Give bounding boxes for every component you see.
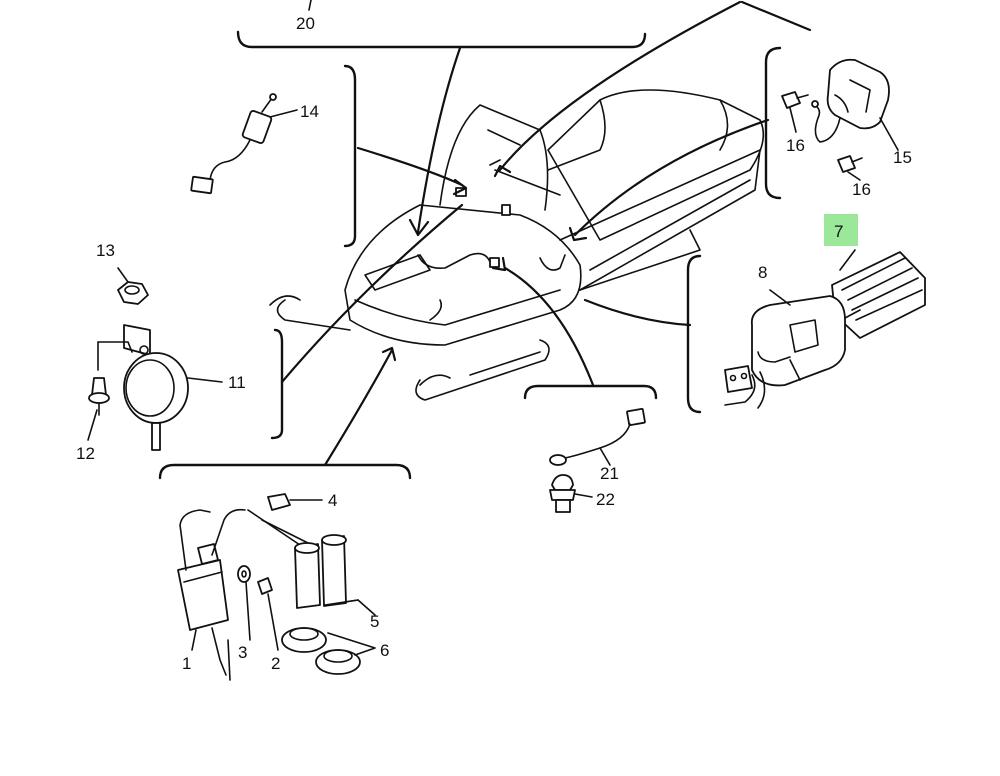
part-2-screw xyxy=(257,577,279,651)
part-15-unit xyxy=(811,58,899,151)
part-21-lead xyxy=(549,407,646,466)
callout-22: 22 xyxy=(596,490,615,509)
callout-6: 6 xyxy=(380,641,389,660)
callout-3: 3 xyxy=(238,643,247,662)
part-4-cap xyxy=(267,493,323,511)
group-brackets xyxy=(158,30,782,480)
part-7-cdi-unit xyxy=(831,249,926,339)
callout-16-lower: 16 xyxy=(852,180,871,199)
callout-21: 21 xyxy=(600,464,619,483)
callout-11: 11 xyxy=(228,373,246,392)
callout-4: 4 xyxy=(328,491,337,510)
callout-15: 15 xyxy=(893,148,912,167)
snowmobile-illustration xyxy=(269,89,765,401)
callout-12: 12 xyxy=(76,444,95,463)
callout-2: 2 xyxy=(271,654,280,673)
part-8-cover xyxy=(724,289,861,409)
callout-1: 1 xyxy=(182,654,191,673)
part-16-bolt-a xyxy=(781,91,809,133)
part-14-switch xyxy=(190,93,298,195)
callout-20: 20 xyxy=(296,14,315,33)
part-6-grommets xyxy=(281,627,376,675)
part-12-bolt xyxy=(87,377,110,441)
leader-lines xyxy=(280,0,812,467)
part-3-washer xyxy=(237,565,251,641)
part-1-ignition-coil xyxy=(177,508,246,681)
callout-16-upper: 16 xyxy=(786,136,805,155)
part-11-coil xyxy=(97,324,223,451)
part-16-bolt-b xyxy=(837,155,863,181)
callout-14: 14 xyxy=(300,102,319,121)
callout-5: 5 xyxy=(370,612,379,631)
callout-7: 7 xyxy=(834,222,843,241)
callout-labels: 20 14 16 15 16 7 13 8 11 12 21 22 4 5 3 … xyxy=(76,0,912,673)
callout-7-highlight xyxy=(824,214,858,246)
part-5-plug-caps xyxy=(247,509,376,616)
callout-13: 13 xyxy=(96,241,115,260)
part-13-nut xyxy=(117,267,149,305)
part-22-switch xyxy=(549,474,593,513)
callout-8: 8 xyxy=(758,263,767,282)
